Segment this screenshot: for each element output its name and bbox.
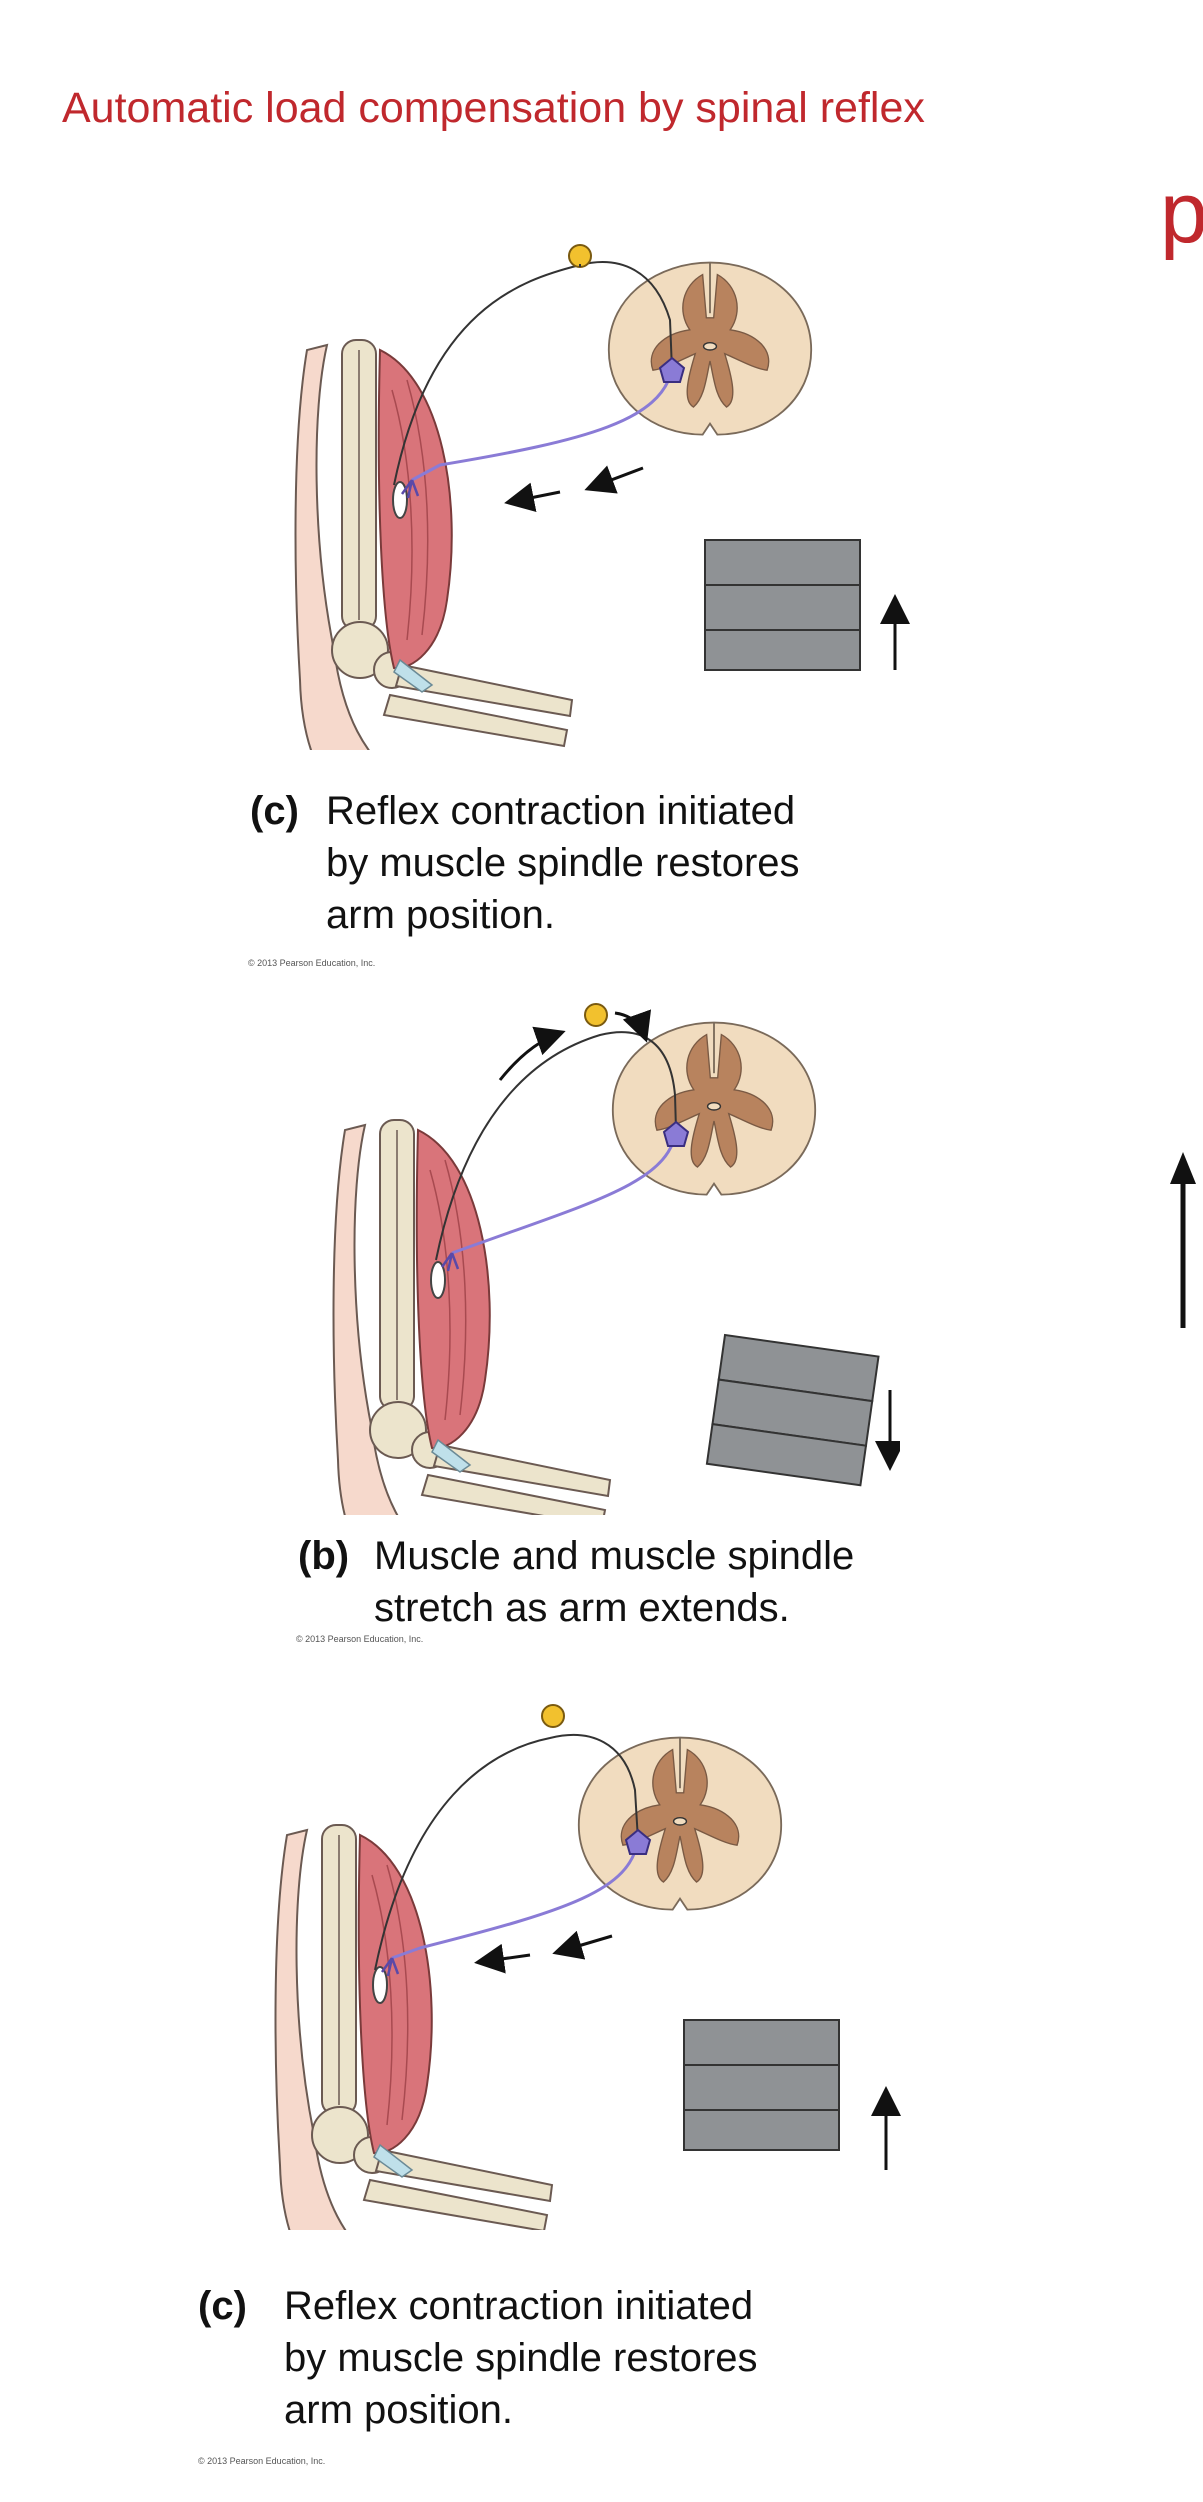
- motor-neuron-icon: [658, 356, 686, 383]
- motor-neuron-icon: [624, 1828, 652, 1855]
- slide-title: Automatic load compensation by spinal re…: [62, 84, 925, 132]
- diagram-panel-b: [300, 995, 900, 1515]
- sensory-neuron-icon: [662, 1120, 690, 1147]
- load-weight: [705, 1334, 880, 1487]
- caption-c-top: (c) Reflex contraction initiated by musc…: [250, 789, 800, 937]
- load-weight: [704, 539, 861, 671]
- load-weight: [683, 2019, 840, 2151]
- ganglion-icon: [568, 244, 592, 268]
- ganglion-icon: [541, 1704, 565, 1728]
- reflex-illustration: [294, 244, 931, 750]
- caption-b: (b) Muscle and muscle spindle stretch as…: [298, 1534, 855, 1630]
- cropped-title-glyph: p: [1160, 165, 1203, 261]
- stretch-illustration: [332, 1003, 900, 1515]
- spinal-cord: [607, 261, 813, 436]
- spinal-cord: [611, 1021, 817, 1196]
- diagram-panel-c-top: [260, 230, 960, 750]
- copyright-c-top: © 2013 Pearson Education, Inc.: [248, 958, 376, 968]
- copyright-b: © 2013 Pearson Education, Inc.: [296, 1634, 424, 1644]
- cropped-up-arrow-icon: [1170, 1152, 1196, 1328]
- ganglion-icon: [584, 1003, 608, 1027]
- copyright-c-bottom: © 2013 Pearson Education, Inc.: [198, 2456, 326, 2466]
- reflex-illustration: [274, 1704, 911, 2230]
- caption-c-bottom: (c) Reflex contraction initiated by musc…: [198, 2284, 758, 2432]
- diagram-panel-c-bottom: [240, 1690, 940, 2230]
